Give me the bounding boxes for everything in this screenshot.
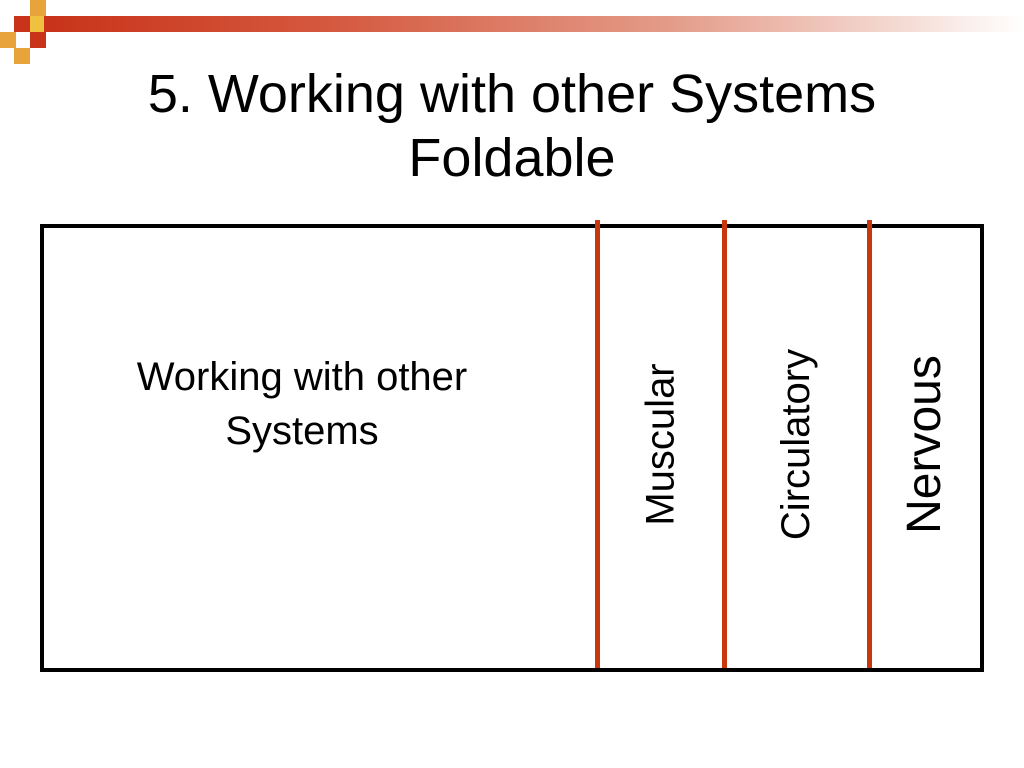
tab-circulatory-label: Circulatory — [774, 348, 819, 540]
tab-muscular: Muscular — [600, 224, 722, 664]
fold-divider-1 — [595, 220, 600, 668]
foldable-outline — [40, 224, 984, 672]
slide-title-line-1: 5. Working with other Systems — [147, 64, 877, 124]
foldable-main-label: Working with other Systems — [90, 350, 514, 458]
tab-nervous: Nervous — [872, 224, 976, 664]
fold-divider-3 — [867, 220, 872, 668]
foldable-main-label-line-1: Working with other — [136, 355, 468, 399]
tab-circulatory: Circulatory — [727, 224, 867, 664]
header-accent-bar — [44, 16, 1024, 32]
foldable-main-label-line-2: Systems — [225, 409, 379, 453]
tab-muscular-label: Muscular — [638, 362, 683, 526]
slide-title: 5. Working with other Systems Foldable — [0, 62, 1024, 190]
fold-divider-2 — [722, 220, 727, 668]
tab-nervous-label: Nervous — [897, 354, 951, 534]
slide-title-line-2: Foldable — [408, 128, 616, 188]
